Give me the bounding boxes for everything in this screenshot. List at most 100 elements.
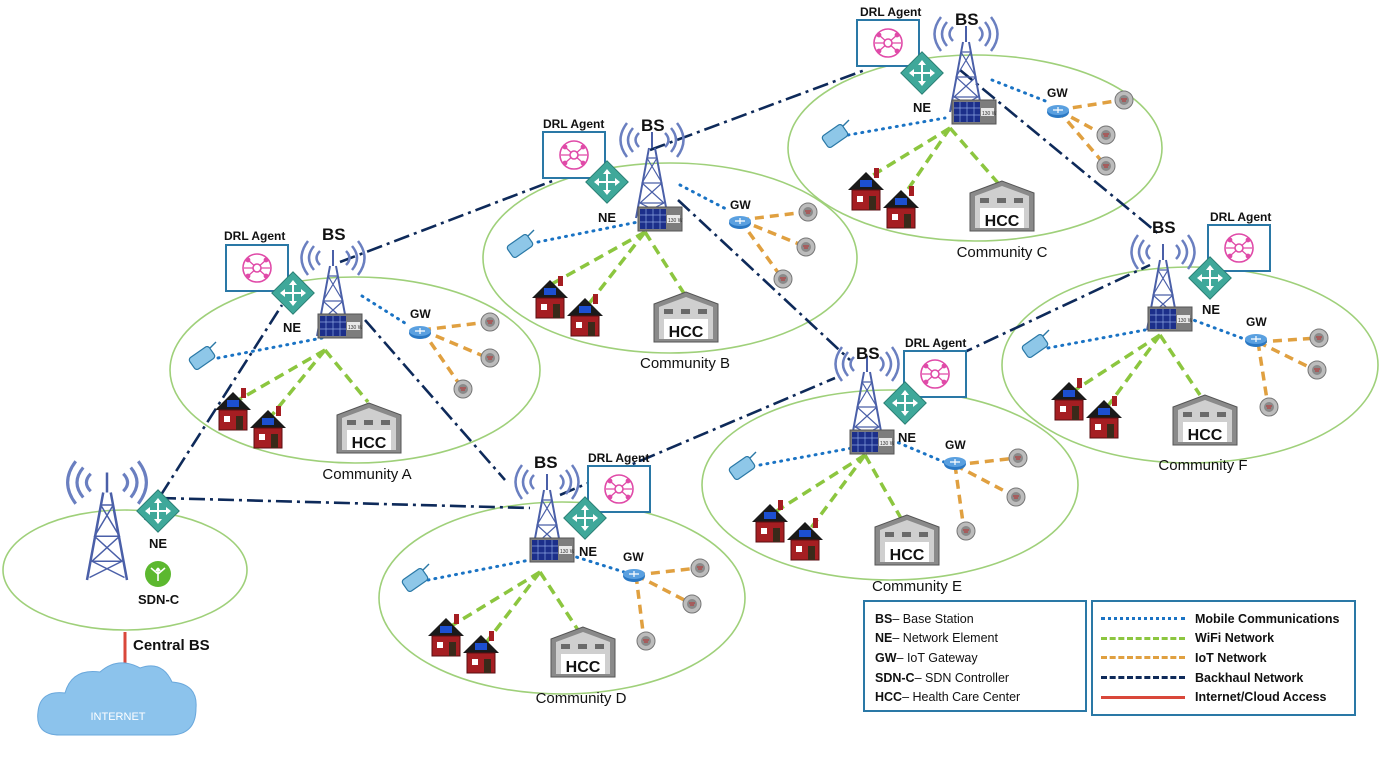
drl-a-icon <box>225 244 289 292</box>
legend-abbr-row: GW – IoT Gateway <box>875 648 1075 668</box>
legend-abbr-desc: – Health Care Center <box>902 690 1021 705</box>
hcc-label: HCC <box>352 435 387 452</box>
wifi-links <box>234 126 1202 650</box>
phone-d-icon <box>400 563 430 594</box>
legend-abbr-key: NE <box>875 631 893 646</box>
sensor-icon <box>636 631 656 651</box>
legend-abbr-desc: – Base Station <box>892 611 974 626</box>
wifi-swatch <box>1101 636 1185 640</box>
house-icon <box>1050 377 1088 421</box>
legend-abbr-row: BS – Base Station <box>875 609 1075 629</box>
ne-label: NE <box>283 320 301 335</box>
legend-abbr-key: GW <box>875 650 897 665</box>
gw-label: GW <box>410 307 431 321</box>
sensor-icon <box>956 521 976 541</box>
bs-label: BS <box>856 344 880 363</box>
solar-wattage-label: 130 W <box>1178 318 1193 324</box>
community-b-ring <box>482 162 858 354</box>
backhaul-swatch <box>1101 676 1185 680</box>
internet-cloud-icon <box>37 662 197 736</box>
ne-label: NE <box>898 430 916 445</box>
drl-label: DRL Agent <box>588 451 649 465</box>
mobile-swatch <box>1101 617 1185 621</box>
house-icon <box>427 613 465 657</box>
hcc-labels: HCC HCC HCC HCC HCC HCC <box>352 213 1223 676</box>
gw-c-icon <box>1046 104 1070 119</box>
internet-swatch <box>1101 695 1185 699</box>
sensor-icon <box>1307 360 1327 380</box>
sensor-icon <box>1008 448 1028 468</box>
solar-wattage-label: 130 W <box>668 218 683 224</box>
drl-label: DRL Agent <box>224 229 285 243</box>
community-c-ring <box>787 54 1163 242</box>
legend-abbr-row: NE – Network Element <box>875 629 1075 649</box>
community-e-ring <box>701 389 1079 581</box>
bs-label: BS <box>322 225 346 244</box>
hcc-label: HCC <box>890 547 925 564</box>
drl-c-icon <box>856 19 920 67</box>
tower-c-icon <box>933 15 999 114</box>
community-e-label: Community E <box>872 578 962 595</box>
legend-abbr-row: HCC – Health Care Center <box>875 687 1075 707</box>
drl-label: DRL Agent <box>905 336 966 350</box>
gw-label: GW <box>730 198 751 212</box>
ne-labels: NE NE NE NE NE NE NE <box>149 100 1220 559</box>
link-type-legend: Mobile Communications WiFi Network IoT N… <box>1091 600 1356 716</box>
legend-abbr-key: SDN-C <box>875 670 915 685</box>
house-icon <box>1085 395 1123 439</box>
legend-abbr-row: SDN-C – SDN Controller <box>875 668 1075 688</box>
bs-label: BS <box>534 453 558 472</box>
house-icon <box>249 405 287 449</box>
sensor-icon <box>1096 125 1116 145</box>
drl-label: DRL Agent <box>1210 210 1271 224</box>
community-rings <box>2 54 1379 695</box>
hcc-label: HCC <box>566 659 601 676</box>
sdn-controller-icon <box>145 561 171 587</box>
gw-labels: GW GW GW GW GW GW <box>410 86 1267 564</box>
tower-central-icon <box>66 459 148 582</box>
drl-labels: DRL Agent DRL Agent DRL Agent DRL Agent … <box>224 5 1271 465</box>
central-ring <box>2 509 248 631</box>
drl-b-icon <box>542 131 606 179</box>
gateways <box>408 104 1268 583</box>
community-a-label: Community A <box>322 466 411 483</box>
community-f-label: Community F <box>1158 457 1247 474</box>
phone-b-icon <box>505 229 535 260</box>
drl-label: DRL Agent <box>860 5 921 19</box>
phone-a-icon <box>187 341 217 372</box>
legend-abbr-key: HCC <box>875 690 903 705</box>
sensor-icon <box>798 202 818 222</box>
sensor-icon <box>480 312 500 332</box>
house-icon <box>751 499 789 543</box>
sensor-icon <box>773 269 793 289</box>
community-a-ring <box>169 276 541 464</box>
hcc-label: HCC <box>1188 427 1223 444</box>
gw-e-icon <box>943 456 967 471</box>
house-icon <box>882 185 920 229</box>
community-d-ring <box>378 501 746 695</box>
legend-line-row: Internet/Cloud Access <box>1101 687 1346 707</box>
sensor-icon <box>453 379 473 399</box>
legend-abbr-key: BS <box>875 611 893 626</box>
sensor-icon <box>1309 328 1329 348</box>
community-d-label: Community D <box>536 690 627 707</box>
sensor-icon <box>682 594 702 614</box>
legend-line-row: WiFi Network <box>1101 629 1346 649</box>
ne-label: NE <box>579 544 597 559</box>
gw-d-icon <box>622 568 646 583</box>
gw-label: GW <box>1047 86 1068 100</box>
hcc-label: HCC <box>669 324 704 341</box>
gw-f-icon <box>1244 333 1268 348</box>
house-icon <box>786 517 824 561</box>
community-labels: Community A Community B Community C Comm… <box>322 244 1247 707</box>
ne-label: NE <box>598 210 616 225</box>
tower-b-icon <box>619 121 685 220</box>
bs-labels: BS BS BS BS BS BS <box>322 10 1176 472</box>
ne-label: NE <box>913 100 931 115</box>
solar-wattage-label: 130 W <box>560 549 575 555</box>
sensor-icon <box>690 558 710 578</box>
sensor-icon <box>1259 397 1279 417</box>
community-b-label: Community B <box>640 355 730 372</box>
